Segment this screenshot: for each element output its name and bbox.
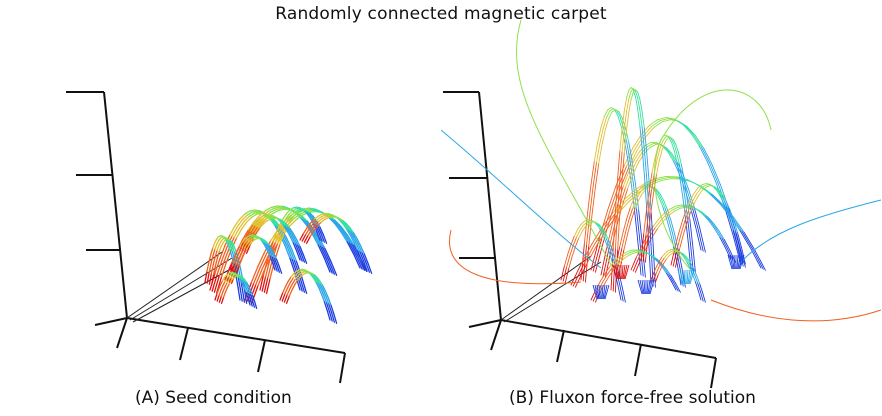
axes-3d	[66, 91, 346, 384]
fluxon-sweep	[449, 229, 582, 285]
fluxon-loop	[570, 176, 766, 288]
fluxon-sweep	[740, 199, 882, 263]
footpoint-cluster	[592, 284, 610, 300]
x-axis	[126, 317, 346, 354]
x-tick	[634, 343, 642, 377]
footpoint-cluster	[727, 254, 745, 270]
fluxon-sweep	[441, 129, 602, 269]
footpoint-cluster	[677, 269, 695, 285]
seed-arch	[259, 206, 328, 294]
fluxon-solution-plot	[441, 19, 882, 389]
x-tick	[556, 329, 565, 363]
seed-arch	[204, 235, 248, 304]
fluxon-sweep	[653, 89, 772, 271]
depth-axis	[126, 251, 241, 323]
seed-arch	[229, 234, 283, 274]
seed-arch	[279, 268, 338, 324]
seed-condition-plot	[66, 91, 373, 384]
fluxon-field-lines	[441, 19, 882, 322]
seed-arch	[299, 212, 373, 274]
x-tick	[490, 319, 502, 351]
seed-arch	[214, 271, 258, 309]
x-axis	[500, 319, 717, 359]
footpoint-cluster	[637, 279, 655, 295]
z-axis	[478, 91, 502, 321]
panel-seed-condition: (A) Seed condition	[66, 91, 373, 408]
x-tick	[339, 352, 346, 384]
x-tick	[116, 317, 128, 349]
z-axis	[103, 91, 128, 319]
x-tick	[257, 339, 266, 373]
fluxon-sweep	[710, 299, 882, 322]
axes-3d	[443, 91, 717, 389]
footpoint-cluster	[612, 264, 630, 280]
fluxon-loop	[610, 87, 656, 293]
caption-fluxon-solution: (B) Fluxon force-free solution	[509, 388, 756, 408]
x-tick	[179, 327, 189, 361]
depth-axis	[500, 255, 602, 323]
caption-seed-condition: (A) Seed condition	[135, 388, 292, 408]
seed-field-loops	[204, 205, 373, 324]
panel-fluxon-solution: (B) Fluxon force-free solution	[441, 0, 882, 416]
fluxon-loop	[670, 183, 746, 268]
seed-arch	[239, 214, 308, 264]
y-axis-stub	[94, 317, 128, 326]
y-axis-stub	[468, 319, 502, 328]
fluxon-sweep	[516, 19, 612, 266]
x-tick	[710, 357, 717, 389]
figure-title: Randomly connected magnetic carpet	[275, 4, 607, 24]
